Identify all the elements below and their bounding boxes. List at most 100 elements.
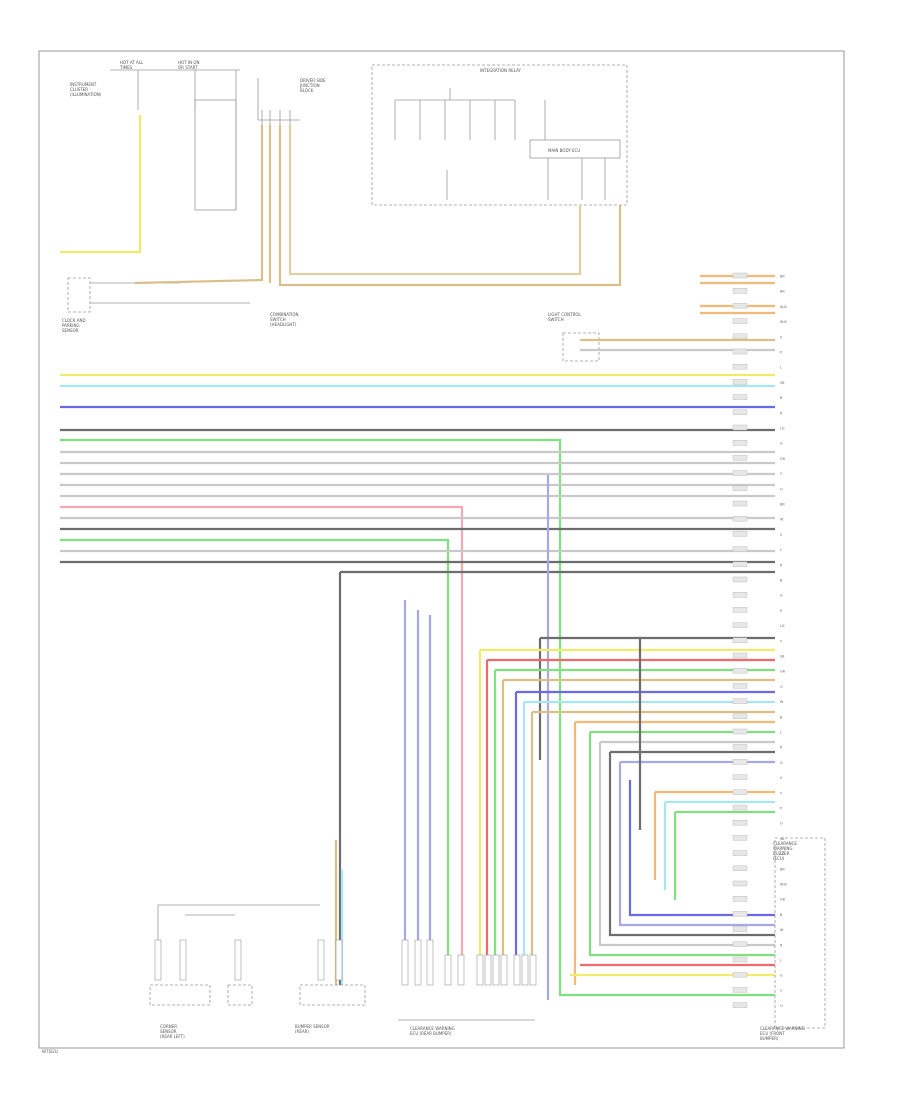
pin-cell xyxy=(732,637,748,643)
pin-label: V xyxy=(780,335,783,339)
pin-cell xyxy=(732,652,748,659)
pin-cell xyxy=(732,348,748,355)
pin-cell xyxy=(732,622,748,628)
pin-cell xyxy=(732,424,748,431)
pin-cell xyxy=(732,865,748,871)
svg-text:PARKING: PARKING xyxy=(62,323,80,328)
pin-label: B xyxy=(780,715,783,719)
pin-cell xyxy=(732,774,748,780)
bottom-right-unit: CLEARANCE WARNING BUZZER (ECU) CLEARANCE… xyxy=(760,837,826,1041)
pin-cell xyxy=(732,804,748,811)
pin-label: G xyxy=(780,442,783,446)
pin-cell xyxy=(732,318,748,324)
svg-text:ECU (REAR BUMPER): ECU (REAR BUMPER) xyxy=(410,1031,452,1036)
pin-label: SB xyxy=(780,381,785,385)
svg-text:(REAR): (REAR) xyxy=(295,1029,309,1034)
low-green-2 xyxy=(673,810,775,900)
pin-label: W xyxy=(780,700,784,704)
pin-label: O xyxy=(780,1004,783,1008)
pin-cell xyxy=(732,820,748,826)
pin-cell xyxy=(732,394,748,400)
pin-cell xyxy=(732,698,748,704)
svg-text:CLEARANCE WARNING: CLEARANCE WARNING xyxy=(410,1026,455,1031)
pin-cell xyxy=(732,379,748,385)
pin-label: W-B xyxy=(780,883,787,887)
pin-label: B xyxy=(780,579,783,583)
pin-label: BR xyxy=(780,290,785,294)
svg-text:SENSOR: SENSOR xyxy=(160,1029,177,1034)
pin-label: LG xyxy=(780,427,785,431)
svg-text:(ECU): (ECU) xyxy=(773,856,785,861)
bottom-left-unit: CORNER SENSOR (REAR LEFT) xyxy=(149,904,320,1039)
pin-label: Y xyxy=(780,989,783,993)
pin-cell xyxy=(732,941,748,947)
pin-label: GR xyxy=(780,898,786,902)
svg-text:CLEARANCE WARNING: CLEARANCE WARNING xyxy=(760,1026,805,1031)
pin-cell xyxy=(732,531,748,537)
pin-label: O xyxy=(780,685,783,689)
svg-text:DRIVER SIDE: DRIVER SIDE xyxy=(300,78,326,83)
pin-cell xyxy=(732,516,748,522)
pin-label: R xyxy=(780,563,783,567)
svg-text:CLEARANCE: CLEARANCE xyxy=(773,841,797,846)
pin-label: W-B xyxy=(780,320,787,324)
svg-text:SWITCH: SWITCH xyxy=(270,317,286,322)
pin-label: R xyxy=(780,746,783,750)
svg-text:CORNER: CORNER xyxy=(160,1024,177,1029)
pin-label: R xyxy=(780,411,783,415)
pin-label: SB xyxy=(780,655,785,659)
fuse-a-label-2: TIMES xyxy=(119,65,133,70)
low-gray-2 xyxy=(608,750,775,937)
pin-cell xyxy=(732,880,748,887)
svg-text:BUMPER): BUMPER) xyxy=(760,1036,779,1041)
pin-label: V xyxy=(780,533,783,537)
pin-label: L xyxy=(780,548,782,552)
fuse-a-label-1: HOT AT ALL xyxy=(120,60,144,65)
svg-text:JUNCTION: JUNCTION xyxy=(299,83,320,88)
top-left-fuse-block: HOT AT ALL TIMES HOT IN ON OR START xyxy=(110,60,240,211)
pin-label: G xyxy=(780,594,783,598)
pin-cell xyxy=(732,592,748,598)
svg-text:BUMPER SENSOR: BUMPER SENSOR xyxy=(295,1024,330,1029)
low-blue-2 xyxy=(628,780,775,917)
svg-text:LIGHT CONTROL: LIGHT CONTROL xyxy=(548,312,582,317)
svg-text:(ILLUMINATION): (ILLUMINATION) xyxy=(70,92,102,97)
left-side-switch: CLOCK AND PARKING SENSOR xyxy=(62,277,250,333)
instrument-cluster-label: INSTRUMENT CLUSTER (ILLUMINATION) xyxy=(70,82,102,97)
pin-label: GR xyxy=(780,670,786,674)
pin-label: G xyxy=(780,974,783,978)
pin-label: Y xyxy=(780,639,783,643)
pin-label: GR xyxy=(780,457,786,461)
svg-text:(HEADLIGHT): (HEADLIGHT) xyxy=(270,322,297,327)
pin-label: Y xyxy=(780,791,783,795)
junction-box-label: DRIVER SIDE JUNCTION BLOCK xyxy=(257,78,326,121)
low-green xyxy=(493,668,775,985)
svg-text:BLOCK: BLOCK xyxy=(300,88,314,93)
low-tan-2 xyxy=(530,710,775,985)
svg-text:INSTRUMENT: INSTRUMENT xyxy=(70,82,97,87)
pin-label: BR xyxy=(780,867,785,871)
pin-cell xyxy=(732,607,748,613)
low-lightblue-2 xyxy=(663,800,775,890)
svg-text:WARNING: WARNING xyxy=(773,846,793,851)
pin-cell xyxy=(732,409,748,415)
pin-cell xyxy=(732,440,748,446)
pin-cell xyxy=(732,683,748,689)
footer-code: W7SI2U xyxy=(42,1049,58,1054)
bottom-center-unit: CLEARANCE WARNING ECU (REAR BUMPER) xyxy=(398,939,537,1036)
pin-cell xyxy=(732,956,748,963)
integration-relay-title: INTEGRATION RELAY xyxy=(480,68,521,73)
combination-switch-label: COMBINATION SWITCH (HEADLIGHT) xyxy=(270,312,299,327)
pin-cell xyxy=(732,987,748,993)
fuse-b-label-2: OR START xyxy=(178,65,198,70)
diagram-frame xyxy=(38,50,845,1049)
low-violet xyxy=(618,760,775,927)
pin-label: P xyxy=(780,807,782,811)
bus-green-2 xyxy=(60,538,450,985)
bus-pink xyxy=(60,505,464,985)
top-wires xyxy=(60,110,775,352)
pin-cell xyxy=(732,455,748,461)
pin-label: W-B xyxy=(780,305,787,309)
pin-cell xyxy=(732,713,748,719)
